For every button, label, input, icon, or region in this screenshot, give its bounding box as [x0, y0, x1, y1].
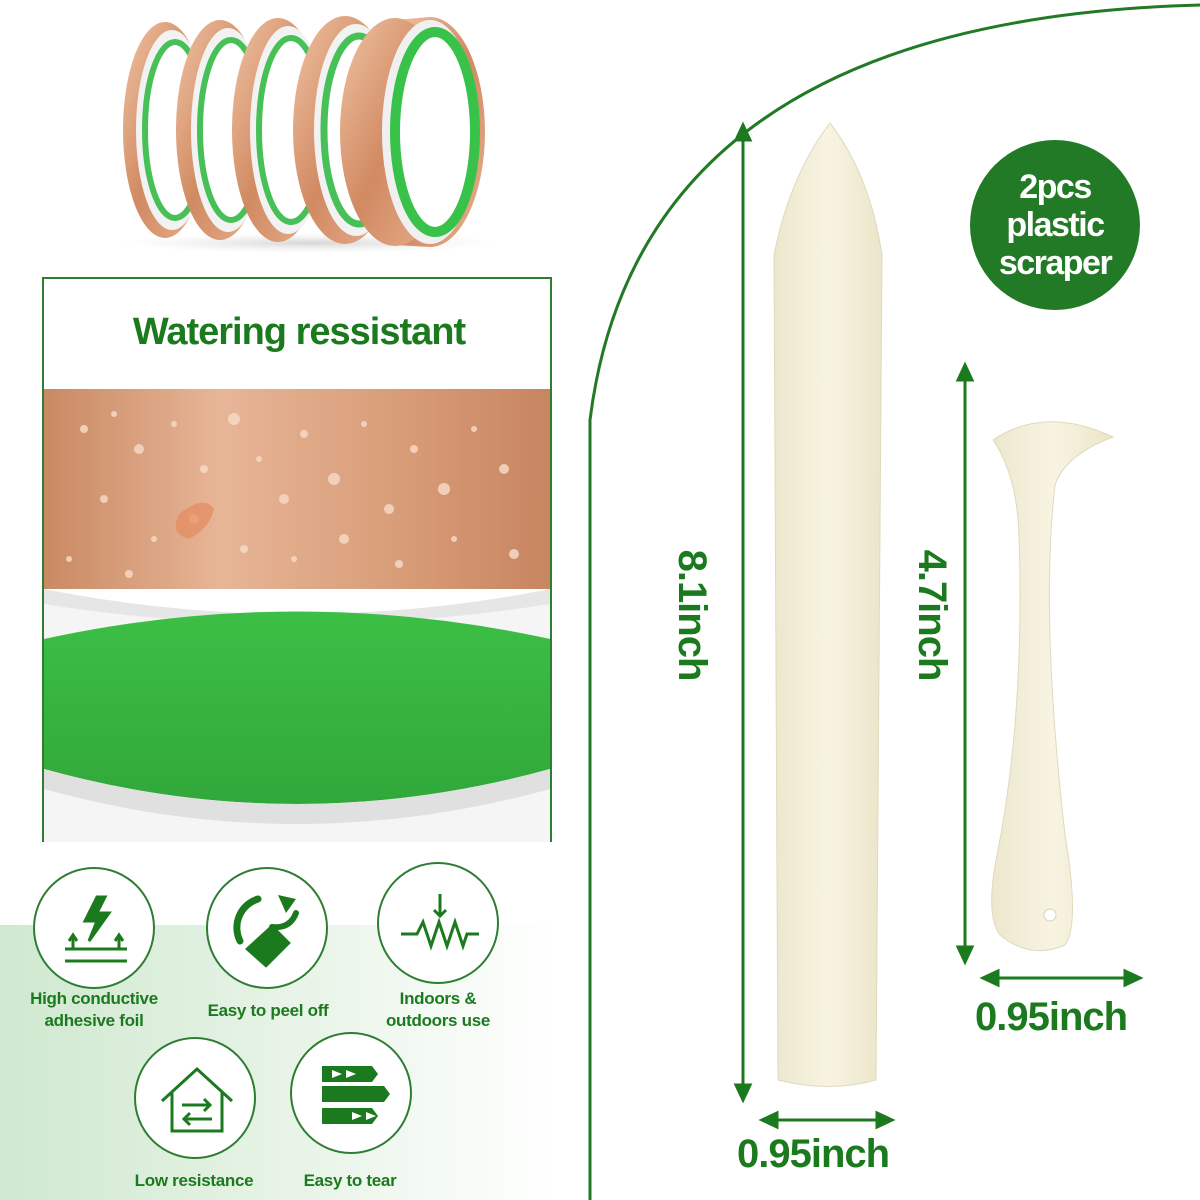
feature-low-resistance [134, 1037, 256, 1159]
short-width-label: 0.95inch [975, 995, 1128, 1039]
short-height-label: 4.7inch [910, 549, 954, 681]
badge-line: 2pcs [1019, 168, 1092, 206]
feature-indoor-outdoor [377, 862, 499, 984]
resistor-icon [401, 894, 479, 951]
watering-title: Watering ressistant [132, 311, 466, 353]
feature-conductive [33, 867, 155, 989]
feature-label-line: outdoors use [385, 1011, 491, 1030]
copper-tape-rolls-image [120, 16, 490, 253]
feature-label-conductive: High conductive adhesive foil [18, 988, 170, 1032]
badge-line: scraper [998, 244, 1113, 282]
conductive-lightning-icon [65, 895, 127, 963]
short-scraper-image [991, 421, 1115, 952]
feature-peel [206, 867, 328, 989]
long-bone-folder-image [773, 122, 883, 1087]
feature-label-line: Easy to tear [303, 1171, 397, 1190]
feature-label-line: adhesive foil [44, 1011, 144, 1030]
feature-label-line: Indoors & [399, 989, 477, 1008]
scraper-count-badge: 2pcs plastic scraper [970, 140, 1140, 310]
peel-off-icon [233, 895, 299, 968]
badge-text: 2pcs plastic scraper [998, 168, 1113, 282]
long-height-label: 8.1inch [670, 549, 714, 681]
feature-label-low-resistance: Low resistance [118, 1170, 270, 1192]
watering-panel: Watering ressistant [42, 277, 552, 842]
water-droplets [66, 411, 519, 578]
feature-label-line: Low resistance [134, 1171, 254, 1190]
feature-easy-tear [290, 1032, 412, 1154]
badge-line: plastic [1006, 206, 1105, 244]
tear-strip-icon [322, 1066, 390, 1124]
roll-5 [340, 17, 485, 247]
feature-label-line: High conductive [30, 989, 158, 1008]
feature-label-line: Easy to peel off [207, 1001, 329, 1020]
feature-label-peel: Easy to peel off [192, 1000, 344, 1022]
wet-tape-closeup-image [44, 389, 550, 842]
long-width-label: 0.95inch [737, 1132, 890, 1176]
house-arrows-icon [160, 1066, 234, 1133]
feature-label-indoor-outdoor: Indoors & outdoors use [362, 988, 514, 1032]
feature-label-easy-tear: Easy to tear [274, 1170, 426, 1192]
